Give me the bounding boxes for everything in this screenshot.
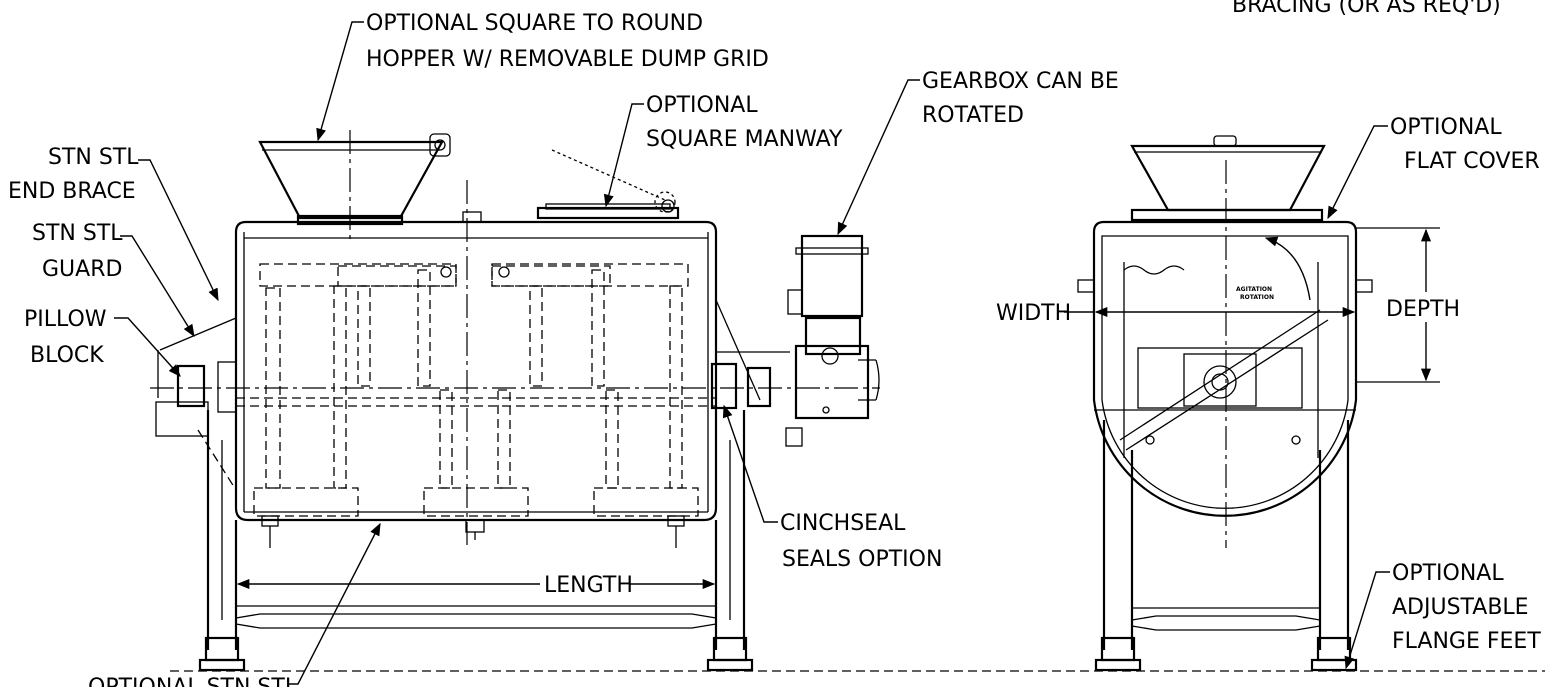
front-view: LENGTH bbox=[150, 130, 1545, 672]
rotation-label: ROTATION bbox=[1240, 294, 1274, 301]
end-brace-callout-line2: END BRACE bbox=[8, 179, 136, 204]
manway-callout-line2: SQUARE MANWAY bbox=[646, 127, 843, 152]
feet-callout-line3: FLANGE FEET bbox=[1392, 629, 1541, 654]
feet-callout-line2: ADJUSTABLE bbox=[1392, 595, 1529, 620]
gearbox-callout-line2: ROTATED bbox=[922, 103, 1024, 128]
bracing-callout-partial: BRACING (OR AS REQ'D) bbox=[1232, 0, 1501, 18]
length-dimension: LENGTH bbox=[236, 573, 716, 598]
flat-cover-callout-line2: FLAT COVER bbox=[1404, 149, 1540, 174]
hopper bbox=[258, 130, 451, 240]
gearbox-motor bbox=[785, 234, 880, 447]
end-view: AGITATION ROTATION WIDTH DEPTH bbox=[996, 135, 1460, 672]
pillow-callout-line1: PILLOW bbox=[24, 307, 107, 332]
depth-label: DEPTH bbox=[1386, 297, 1460, 322]
hopper-callout-line1: OPTIONAL SQUARE TO ROUND bbox=[366, 11, 703, 36]
flat-cover-callout-line1: OPTIONAL bbox=[1390, 115, 1502, 140]
guard-callout-line2: GUARD bbox=[42, 257, 122, 282]
guard-callout-line1: STN STL bbox=[32, 221, 123, 246]
agitation-label: AGITATION bbox=[1236, 286, 1272, 293]
hopper-callout-line2: HOPPER W/ REMOVABLE DUMP GRID bbox=[366, 47, 769, 72]
pillow-callout-line2: BLOCK bbox=[30, 343, 104, 368]
gearbox-callout-line1: GEARBOX CAN BE bbox=[922, 69, 1119, 94]
width-label: WIDTH bbox=[996, 301, 1071, 326]
trough-body bbox=[150, 180, 880, 545]
square-manway bbox=[462, 149, 680, 223]
feet-callout-line1: OPTIONAL bbox=[1392, 561, 1504, 586]
callouts: OPTIONAL SQUARE TO ROUND HOPPER W/ REMOV… bbox=[8, 0, 1541, 687]
bottom-flanges bbox=[261, 515, 685, 548]
front-legs bbox=[155, 299, 790, 672]
end-brace-callout-line1: STN STL bbox=[48, 145, 139, 170]
length-label: LENGTH bbox=[544, 573, 633, 598]
bottom-callout-partial: OPTIONAL STN STL bbox=[88, 675, 298, 687]
manway-callout-line1: OPTIONAL bbox=[646, 93, 758, 118]
agitator-ribbons bbox=[236, 263, 716, 517]
cinchseal-callout-line2: SEALS OPTION bbox=[782, 547, 942, 572]
cinchseal-callout-line1: CINCHSEAL bbox=[780, 511, 906, 536]
